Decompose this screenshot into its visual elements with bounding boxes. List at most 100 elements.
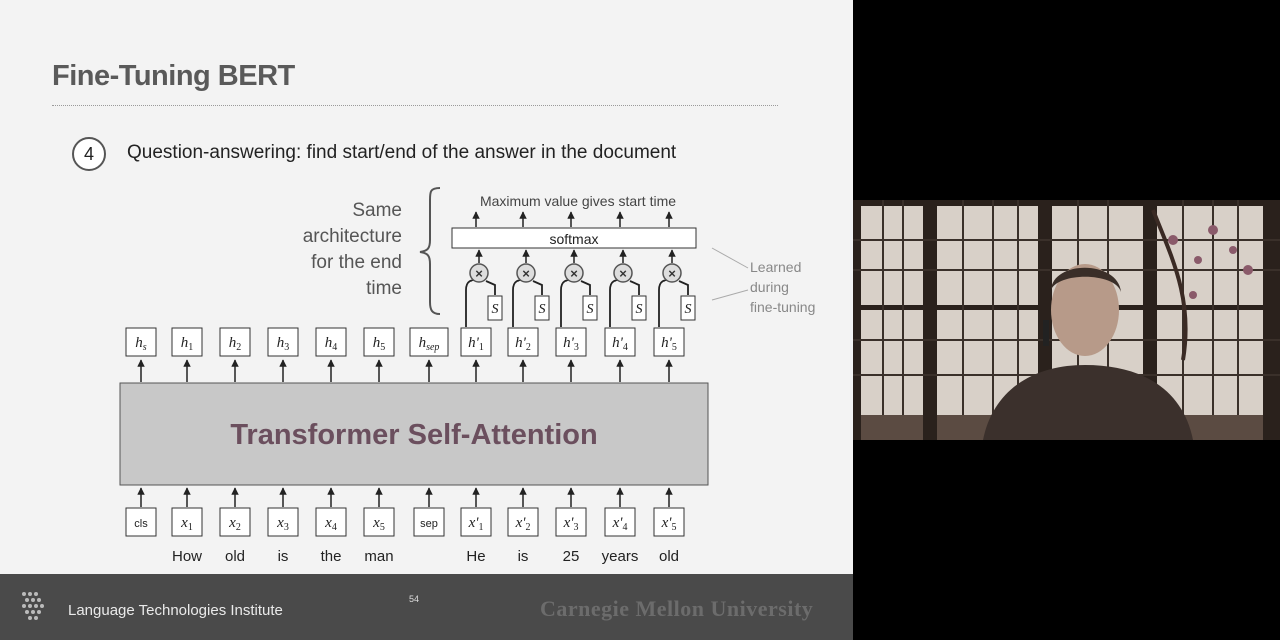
side-note-line: Same: [352, 200, 402, 221]
start-vector-label: S: [492, 302, 499, 317]
webcam-video: [853, 200, 1280, 440]
bert-qa-diagram: softmax Maximum value gives start time L…: [119, 187, 815, 537]
input-token-label: x1: [180, 515, 193, 533]
connector-line: [629, 280, 640, 295]
input-token-label: x'1: [468, 515, 484, 533]
input-token-box: [604, 507, 636, 537]
input-token-box: [653, 507, 685, 537]
input-token-box: [555, 507, 587, 537]
page-number: 54: [409, 594, 420, 604]
input-token-label: x5: [372, 515, 385, 533]
item-number-badge: 4: [72, 137, 106, 171]
connector-line: [609, 279, 618, 327]
word-token: old: [224, 548, 246, 565]
curly-brace: [419, 187, 441, 315]
softmax-bar: [451, 227, 697, 249]
hidden-state-label: h1: [181, 335, 194, 353]
input-token-box: [267, 507, 299, 537]
input-token-label: sep: [420, 518, 438, 530]
pointer-line: [711, 247, 749, 269]
word-token: is: [277, 548, 289, 565]
input-token-label: x'4: [612, 515, 628, 533]
hidden-state-label: hsep: [419, 335, 440, 353]
input-token-label: x'3: [563, 515, 579, 533]
slide: Fine-Tuning BERT 4 Question-answering: f…: [0, 0, 853, 640]
connector-line: [580, 280, 591, 295]
connector-line: [678, 280, 689, 295]
input-token-box: [315, 507, 347, 537]
connector-line: [485, 280, 496, 295]
start-vector-label: S: [587, 302, 594, 317]
word-token: is: [517, 548, 529, 565]
input-token-label: x'2: [515, 515, 531, 533]
hidden-state-box: [409, 327, 449, 357]
times-glyph: ×: [619, 266, 627, 281]
side-note-line: architecture: [302, 226, 402, 247]
slide-footer: Language Technologies Institute 54 Carne…: [0, 574, 853, 640]
slide-subtitle: Question-answering: find start/end of th…: [127, 142, 677, 163]
hidden-state-label: h5: [373, 335, 386, 353]
hidden-state-box: [653, 327, 685, 357]
connector-line: [512, 279, 521, 327]
slide-title: Fine-Tuning BERT: [52, 60, 295, 92]
input-token-label: cls: [134, 518, 148, 530]
word-token: How: [171, 548, 203, 565]
hidden-state-box: [604, 327, 636, 357]
start-vector-label: S: [636, 302, 643, 317]
hidden-state-box: [363, 327, 395, 357]
side-note-line: for the end: [311, 252, 402, 273]
webcam-frame: [853, 200, 1280, 440]
cmu-lti-logo-icon: [22, 592, 44, 620]
input-token-box: [219, 507, 251, 537]
start-vector-box: [680, 295, 696, 321]
pointer-line: [711, 289, 749, 301]
hidden-state-label: h'3: [563, 335, 579, 353]
connector-line: [532, 280, 543, 295]
input-token-box: [363, 507, 395, 537]
hidden-state-label: h4: [325, 335, 338, 353]
hidden-state-label: h3: [277, 335, 290, 353]
input-token-label: x4: [324, 515, 337, 533]
start-vector-label: S: [685, 302, 692, 317]
input-token-box: [171, 507, 203, 537]
hidden-state-box: [460, 327, 492, 357]
hidden-state-label: h'5: [661, 335, 677, 353]
transformer-block: [119, 382, 709, 486]
word-token: old: [658, 548, 680, 565]
learned-note-line: during: [750, 279, 789, 295]
softmax-label: softmax: [549, 231, 598, 247]
word-token: years: [601, 548, 639, 565]
top-label: Maximum value gives start time: [480, 193, 676, 209]
start-vector-box: [582, 295, 598, 321]
word-token: 25: [562, 548, 580, 565]
connector-line: [658, 279, 667, 327]
hidden-state-box: [315, 327, 347, 357]
title-divider: [52, 105, 778, 106]
times-glyph: ×: [668, 266, 676, 281]
hidden-state-box: [171, 327, 203, 357]
word-token: the: [320, 548, 342, 565]
circled-times-icon: [662, 263, 682, 283]
start-vector-label: S: [539, 302, 546, 317]
times-glyph: ×: [522, 266, 530, 281]
input-token-label: x2: [228, 515, 241, 533]
learned-note-line: Learned: [750, 259, 801, 275]
start-vector-box: [631, 295, 647, 321]
input-token-box: [507, 507, 539, 537]
institute-name: Language Technologies Institute: [68, 602, 283, 619]
hidden-state-label: h2: [229, 335, 242, 353]
hidden-state-label: h'2: [515, 335, 531, 353]
input-token-label: x3: [276, 515, 289, 533]
hidden-state-box: [267, 327, 299, 357]
hidden-state-label: h'4: [612, 335, 628, 353]
circled-times-icon: [613, 263, 633, 283]
times-glyph: ×: [475, 266, 483, 281]
connector-line: [465, 279, 474, 327]
hidden-state-box: [219, 327, 251, 357]
times-glyph: ×: [570, 266, 578, 281]
university-name: Carnegie Mellon University: [540, 596, 814, 621]
input-token-label: x'5: [661, 515, 677, 533]
side-note: Same architecture for the end time: [270, 198, 402, 302]
circled-times-icon: [469, 263, 489, 283]
